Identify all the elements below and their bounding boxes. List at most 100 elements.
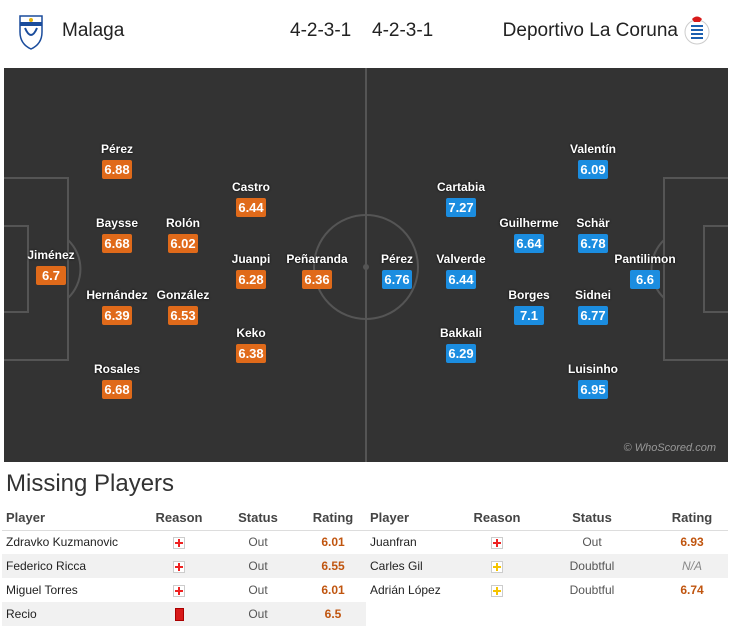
home-player[interactable]: González 6.53 xyxy=(148,288,218,325)
home-team-name[interactable]: Malaga xyxy=(62,20,125,41)
missing-rating: 6.5 xyxy=(296,602,366,626)
away-player[interactable]: Schär 6.78 xyxy=(558,216,628,253)
col-player: Player xyxy=(366,506,462,531)
player-name[interactable]: Juanpi xyxy=(231,252,271,266)
home-missing-table: Player Reason Status Rating Zdravko Kuzm… xyxy=(2,506,366,626)
missing-rating: 6.01 xyxy=(321,583,345,597)
player-rating: 6.95 xyxy=(578,380,608,399)
missing-player-name[interactable]: Recio xyxy=(2,602,138,626)
player-rating: 7.1 xyxy=(514,306,544,325)
missing-player-name[interactable]: Carles Gil xyxy=(366,554,462,578)
missing-reason xyxy=(462,530,528,554)
home-player[interactable]: Keko 6.38 xyxy=(216,326,286,363)
player-name[interactable]: Valentín xyxy=(569,142,616,156)
player-name[interactable]: Peñaranda xyxy=(286,252,348,266)
player-rating: 6.78 xyxy=(578,234,608,253)
player-rating: 6.36 xyxy=(302,270,332,289)
home-player[interactable]: Pérez 6.88 xyxy=(82,142,152,179)
col-status: Status xyxy=(528,506,652,531)
away-team-name[interactable]: Deportivo La Coruna xyxy=(502,20,678,41)
missing-reason xyxy=(138,578,216,602)
missing-status: Out xyxy=(582,535,602,550)
home-formation: 4-2-3-1 xyxy=(290,20,352,41)
player-name[interactable]: Valverde xyxy=(436,252,486,266)
player-name[interactable]: Guilherme xyxy=(499,216,559,230)
player-rating: 6.88 xyxy=(102,160,132,179)
player-rating: 6.44 xyxy=(446,270,476,289)
red-card-icon xyxy=(174,608,184,622)
home-player[interactable]: Juanpi 6.28 xyxy=(216,252,286,289)
player-rating: 6.28 xyxy=(236,270,266,289)
missing-reason xyxy=(462,578,528,602)
player-name[interactable]: Pérez xyxy=(380,252,414,266)
player-name[interactable]: Pérez xyxy=(100,142,134,156)
player-name[interactable]: Borges xyxy=(508,288,550,302)
missing-status: Out xyxy=(216,602,296,626)
injury-icon xyxy=(173,537,185,550)
player-rating: 6.53 xyxy=(168,306,198,325)
player-rating: 6.38 xyxy=(236,344,266,363)
player-name[interactable]: Schär xyxy=(576,216,610,230)
player-name[interactable]: Keko xyxy=(236,326,266,340)
player-name[interactable]: Cartabia xyxy=(436,180,486,194)
away-player[interactable]: Guilherme 6.64 xyxy=(494,216,564,253)
missing-rating: N/A xyxy=(652,554,728,578)
player-rating: 6.64 xyxy=(514,234,544,253)
player-name[interactable]: Hernández xyxy=(86,288,148,302)
match-header: Malaga 4-2-3-1 4-2-3-1 Deportivo La Coru… xyxy=(0,0,730,68)
player-name[interactable]: Rolón xyxy=(166,216,200,230)
missing-player-name[interactable]: Juanfran xyxy=(370,535,417,550)
player-name[interactable]: Luisinho xyxy=(568,362,618,376)
player-name[interactable]: Sidnei xyxy=(574,288,611,302)
player-name[interactable]: Castro xyxy=(231,180,270,194)
missing-rating: 6.55 xyxy=(296,554,366,578)
player-name[interactable]: González xyxy=(156,288,210,302)
watermark: © WhoScored.com xyxy=(623,442,716,454)
col-reason: Reason xyxy=(462,506,528,531)
malaga-crest-icon[interactable] xyxy=(16,14,46,50)
player-name[interactable]: Baysse xyxy=(95,216,139,230)
home-player[interactable]: Peñaranda 6.36 xyxy=(282,252,352,289)
away-player[interactable]: Borges 7.1 xyxy=(494,288,564,325)
away-player[interactable]: Luisinho 6.95 xyxy=(558,362,628,399)
away-player[interactable]: Valverde 6.44 xyxy=(426,252,496,289)
missing-player-name[interactable]: Adrián López xyxy=(370,583,441,597)
player-name[interactable]: Rosales xyxy=(93,362,141,376)
player-name[interactable]: Pantilimon xyxy=(614,252,676,266)
missing-rating: 6.74 xyxy=(680,583,704,597)
col-reason: Reason xyxy=(138,506,216,531)
missing-reason xyxy=(138,602,216,626)
deportivo-crest-icon[interactable] xyxy=(682,14,712,50)
missing-player-name[interactable]: Zdravko Kuzmanovic xyxy=(6,535,119,550)
doubtful-icon xyxy=(491,560,503,573)
away-player[interactable]: Sidnei 6.77 xyxy=(558,288,628,325)
player-name[interactable]: Jiménez xyxy=(27,248,75,262)
missing-player-name[interactable]: Federico Ricca xyxy=(2,554,138,578)
missing-status: Out xyxy=(248,535,268,550)
missing-reason xyxy=(138,554,216,578)
away-missing-table: Player Reason Status Rating Juanfran Out 6… xyxy=(366,506,728,602)
missing-status: Doubtful xyxy=(569,583,615,597)
away-formation: 4-2-3-1 xyxy=(372,20,434,41)
missing-player-name[interactable]: Miguel Torres xyxy=(6,583,78,597)
player-name[interactable]: Bakkali xyxy=(439,326,483,340)
col-rating: Rating xyxy=(652,506,728,531)
col-rating: Rating xyxy=(296,506,366,531)
player-rating: 6.77 xyxy=(578,306,608,325)
